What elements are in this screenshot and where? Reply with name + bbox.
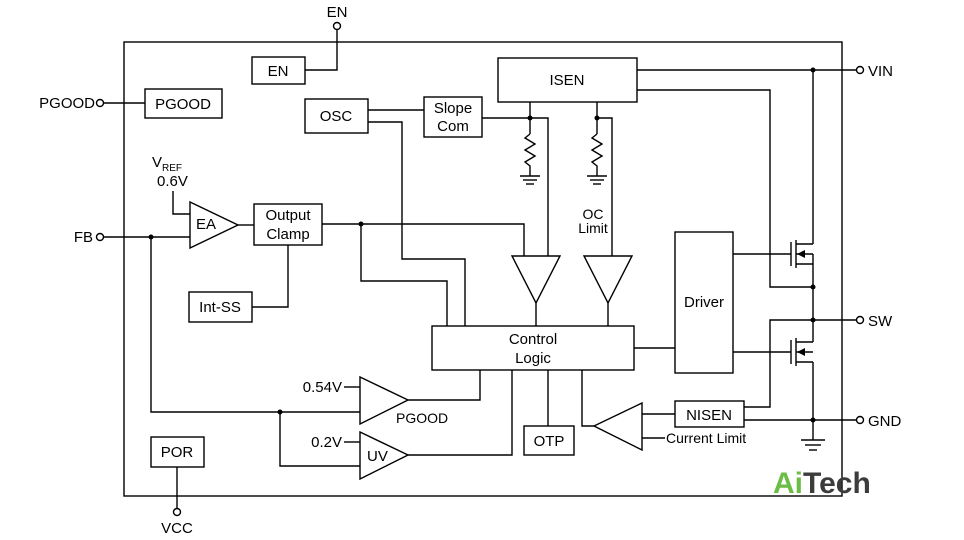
ea-amplifier bbox=[189, 200, 240, 250]
pin-gnd-label: GND bbox=[868, 413, 902, 430]
driver-block bbox=[674, 231, 734, 374]
pin-en[interactable] bbox=[332, 21, 342, 31]
slope-com-block bbox=[423, 96, 483, 138]
nisen-block bbox=[674, 400, 745, 428]
en-block bbox=[251, 56, 306, 85]
pin-vin-label: VIN bbox=[868, 63, 893, 80]
oc-comparator bbox=[582, 255, 634, 305]
chip-outline bbox=[123, 41, 843, 497]
current-limit-label: Current Limit bbox=[666, 430, 746, 446]
junction-gnd bbox=[810, 417, 816, 423]
wire-clamp-logic bbox=[360, 224, 448, 326]
control-logic-label-1: Control bbox=[509, 331, 557, 348]
pin-fb[interactable] bbox=[95, 232, 105, 242]
wire-r2-comp bbox=[597, 117, 613, 256]
wire-isen-hs-gate bbox=[637, 89, 813, 288]
pin-gnd[interactable] bbox=[855, 415, 865, 425]
osc-block-label: OSC bbox=[320, 108, 353, 125]
pin-vin[interactable] bbox=[855, 65, 865, 75]
oc-limit-label-2: Limit bbox=[578, 220, 608, 236]
wire-comp-logic bbox=[581, 370, 594, 427]
pin-pgood-label: PGOOD bbox=[39, 95, 95, 112]
v054-label: 0.54V bbox=[303, 379, 342, 396]
por-label: POR bbox=[161, 444, 194, 461]
int-ss-label: Int-SS bbox=[199, 299, 241, 316]
vref-value: 0.6V bbox=[157, 173, 188, 190]
wire-fb-comparators bbox=[150, 237, 360, 413]
vref-label: VREF bbox=[152, 154, 182, 174]
wire-vref bbox=[172, 191, 190, 215]
resistor-2 bbox=[590, 133, 604, 176]
pin-fb-label: FB bbox=[74, 229, 93, 246]
svg-text:AiTech: AiTech bbox=[773, 467, 871, 500]
wire-clamp-intss bbox=[252, 245, 289, 308]
slope-com-label-2: Com bbox=[437, 118, 469, 135]
wire-uv-logic bbox=[408, 370, 513, 456]
aitech-logo: AiTech bbox=[773, 467, 871, 500]
pin-pgood[interactable] bbox=[95, 98, 105, 108]
pgood-block bbox=[144, 88, 223, 119]
wire-en bbox=[305, 30, 338, 71]
control-logic-label-2: Logic bbox=[515, 350, 551, 367]
ls-mosfet-arrow bbox=[797, 348, 805, 356]
pin-vcc-label: VCC bbox=[161, 520, 193, 537]
pgood-block-label: PGOOD bbox=[155, 96, 211, 113]
wire-pgood-logic bbox=[408, 370, 481, 401]
wire-osc-logic bbox=[368, 121, 466, 326]
ea-label: EA bbox=[196, 216, 216, 233]
wire-r1-comp bbox=[530, 117, 549, 256]
isen-block-label: ISEN bbox=[549, 72, 584, 89]
resistor-1 bbox=[523, 133, 537, 176]
junction-hs-sense bbox=[810, 284, 816, 290]
int-ss-block bbox=[188, 291, 253, 323]
control-logic-block bbox=[431, 325, 635, 371]
pin-vcc[interactable] bbox=[172, 507, 182, 517]
pin-sw-label: SW bbox=[868, 313, 893, 330]
otp-label: OTP bbox=[534, 433, 565, 450]
v02-label: 0.2V bbox=[311, 434, 342, 451]
otp-block bbox=[523, 425, 575, 456]
wire-clamp-comp bbox=[322, 223, 525, 256]
isen-block bbox=[497, 57, 638, 103]
pgood-comparator bbox=[359, 375, 410, 426]
uv-comparator bbox=[359, 430, 410, 481]
pin-en-label: EN bbox=[327, 4, 348, 21]
osc-block bbox=[304, 98, 369, 134]
pwm-comparator bbox=[510, 255, 562, 305]
output-clamp-label-1: Output bbox=[265, 207, 311, 224]
hs-mosfet-arrow bbox=[797, 250, 805, 258]
output-clamp-label-2: Clamp bbox=[266, 226, 309, 243]
pgood-comparator-label: PGOOD bbox=[396, 410, 448, 426]
slope-com-label-1: Slope bbox=[434, 100, 472, 117]
wire-fb-uv bbox=[279, 412, 360, 467]
current-limit-comparator bbox=[592, 401, 643, 452]
driver-label: Driver bbox=[684, 294, 724, 311]
nisen-label: NISEN bbox=[686, 407, 732, 424]
oc-limit-label-1: OC bbox=[583, 206, 604, 222]
pin-sw[interactable] bbox=[855, 315, 865, 325]
wire-sw-nisen bbox=[744, 319, 813, 408]
uv-label: UV bbox=[367, 448, 388, 465]
en-block-label: EN bbox=[268, 63, 289, 80]
